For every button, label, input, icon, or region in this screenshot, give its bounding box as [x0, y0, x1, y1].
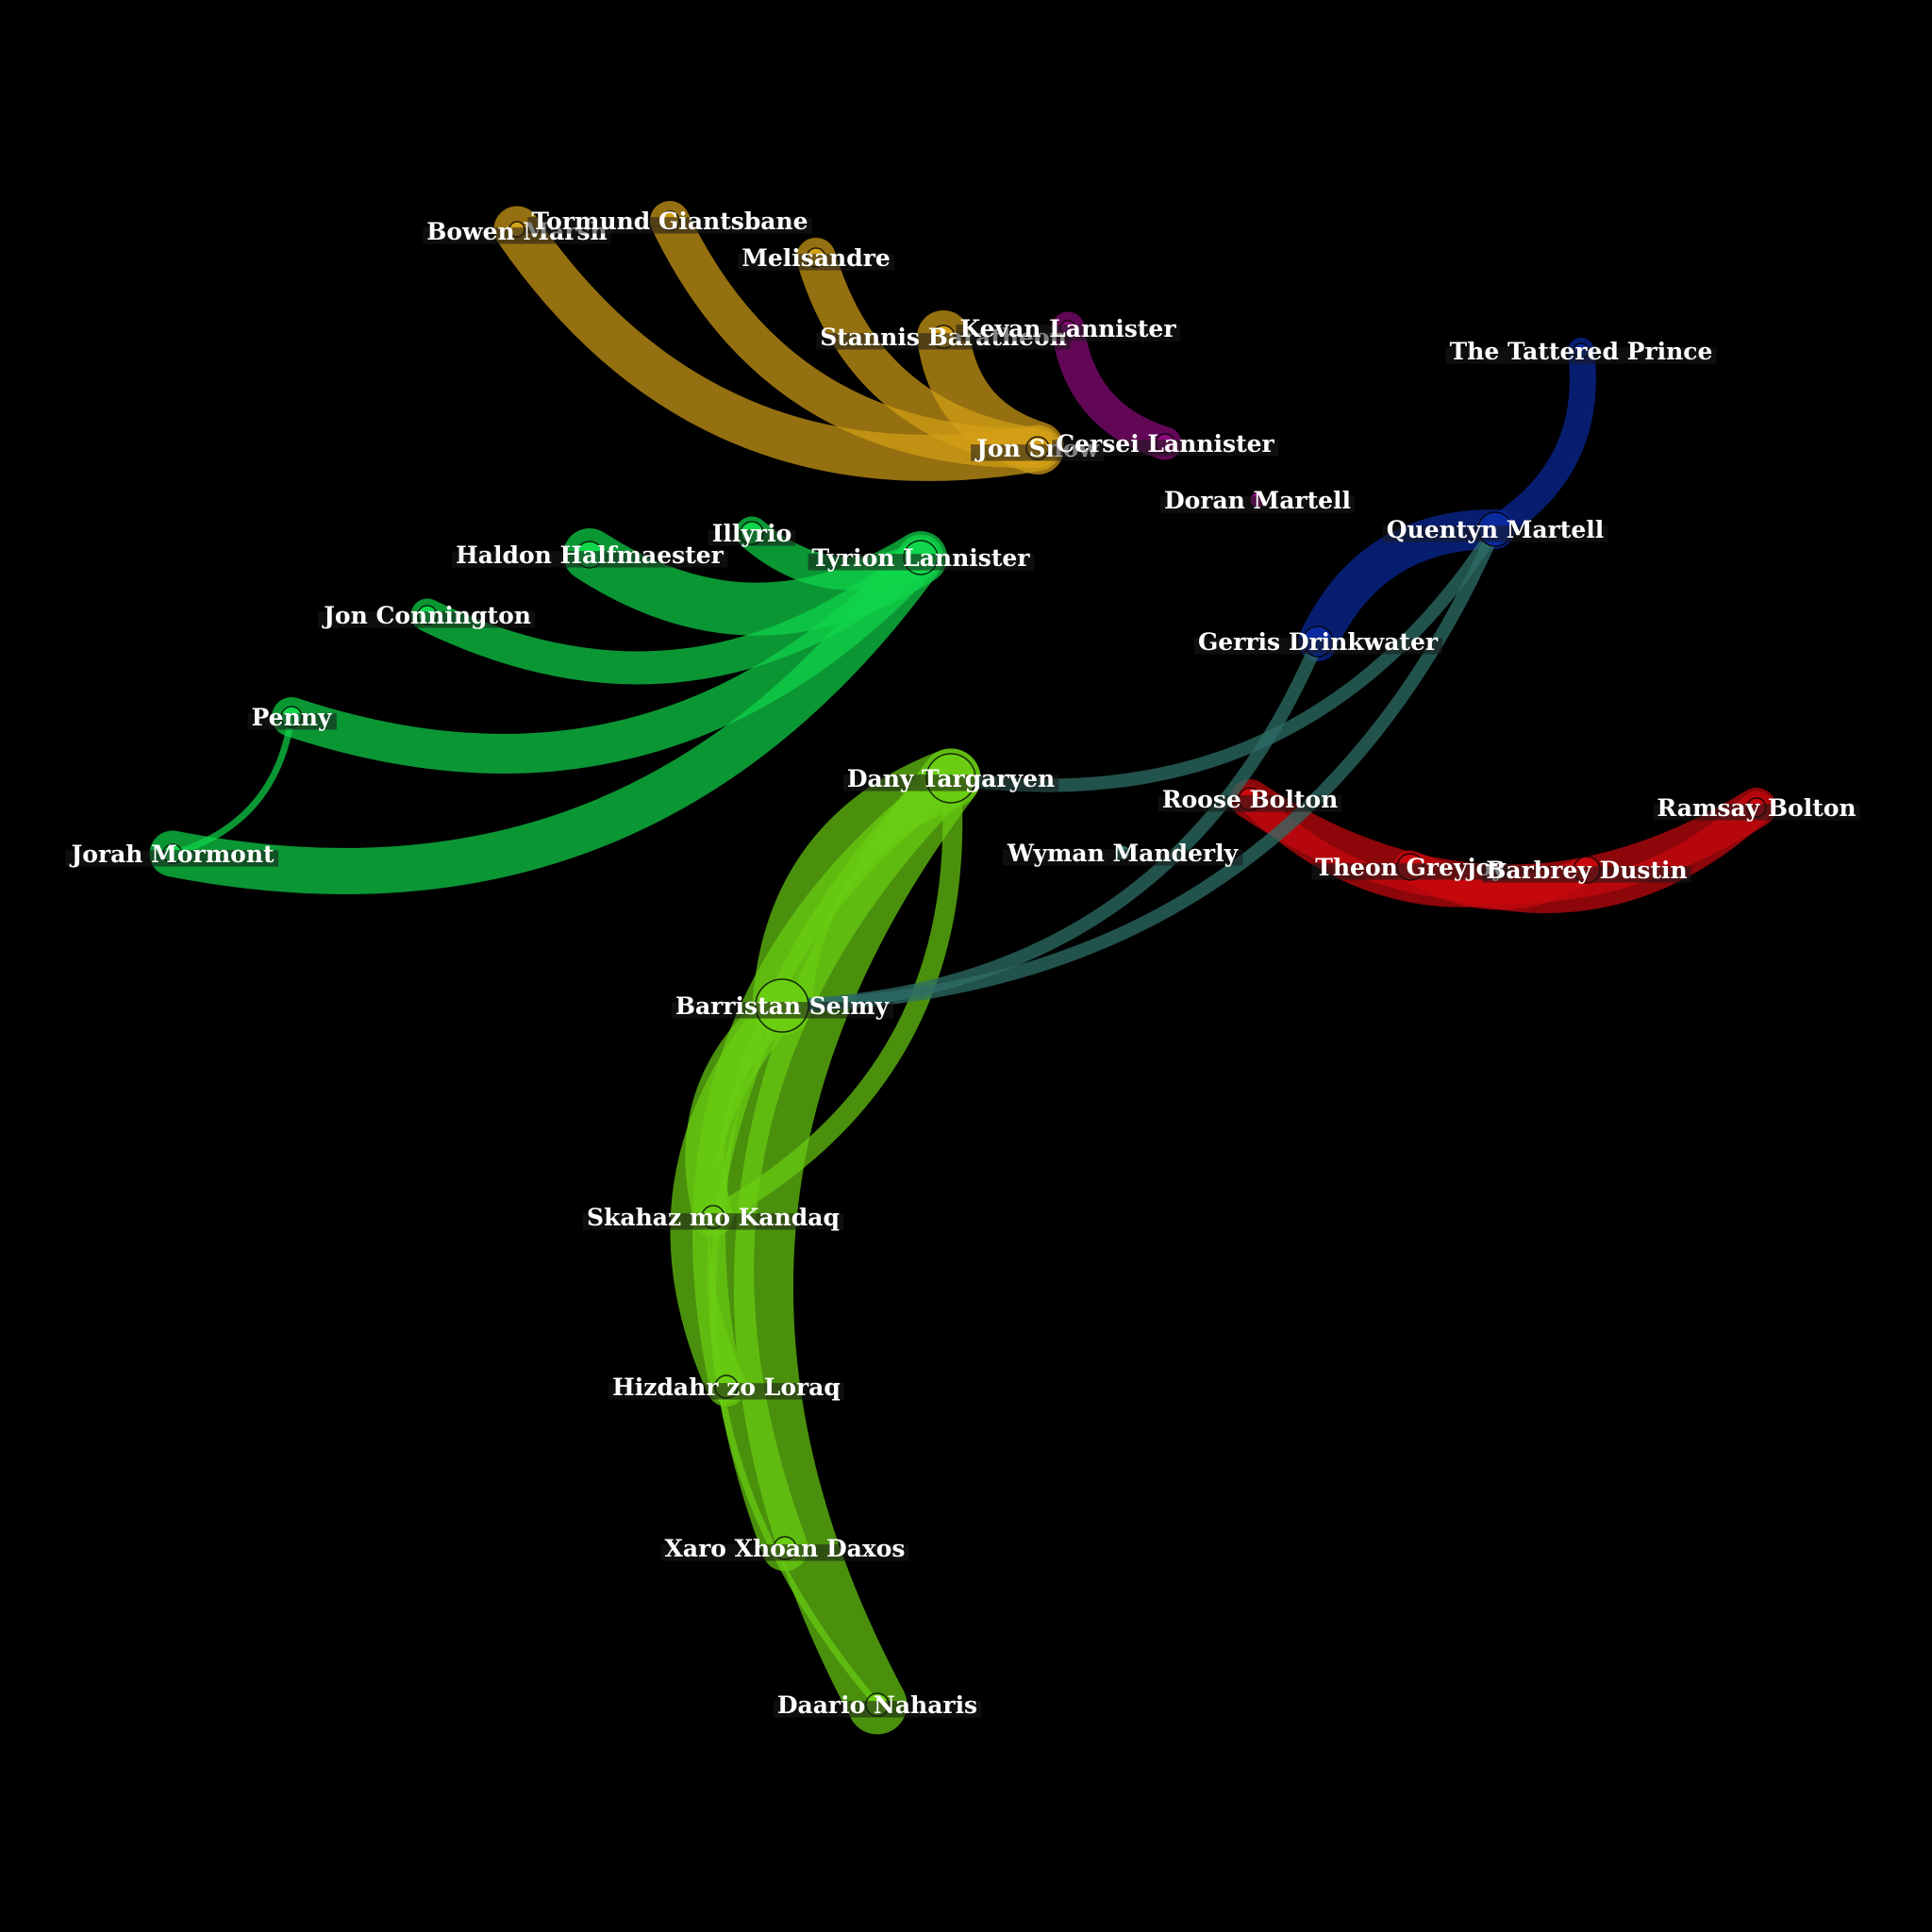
node-label-bg-quentyn	[1382, 525, 1608, 542]
edge-quentyn-tattered	[1482, 338, 1596, 542]
node-label-tattered: The Tattered Prince	[1450, 338, 1713, 365]
node-label-bg-tyrion	[808, 554, 1035, 571]
node-label-illyrio: Illyrio	[712, 520, 792, 547]
edge-barristan-daario	[709, 1002, 881, 1708]
node-label-bg-cersei	[1052, 440, 1279, 457]
node-label-bg-skahaz	[583, 1213, 843, 1230]
node-label-bg-tormund	[527, 217, 812, 234]
node-label-roose: Roose Bolton	[1162, 786, 1339, 813]
edge-theon-ramsay	[1393, 791, 1774, 913]
edge-stannis-jonsnow	[917, 310, 1064, 475]
node-label-daario: Daario Naharis	[777, 1691, 977, 1719]
node-label-kevan: Kevan Lannister	[959, 315, 1176, 342]
node-label-bg-gerris	[1193, 638, 1442, 655]
node-label-bg-ramsay	[1653, 804, 1860, 821]
edge-kevan-cersei	[1051, 311, 1182, 460]
node-label-tormund: Tormund Giantsbane	[531, 208, 808, 235]
node-label-melisandre: Melisandre	[741, 244, 891, 272]
node-label-bg-jonconn	[318, 611, 535, 628]
node-label-bg-theon	[1311, 863, 1511, 880]
node-label-doran: Doran Martell	[1164, 487, 1351, 514]
node-label-bg-haldon	[452, 551, 728, 568]
node-label-bg-barristan	[671, 1002, 894, 1019]
node-label-haldon: Haldon Halfmaester	[456, 541, 724, 569]
node-label-quentyn: Quentyn Martell	[1387, 516, 1604, 543]
edge-jorah-penny	[169, 713, 295, 858]
node-label-bg-hizdahr	[608, 1383, 844, 1400]
node-label-dany: Dany Targaryen	[847, 765, 1055, 792]
node-label-bg-doran	[1159, 496, 1356, 513]
node-label-jonconn: Jon Connington	[322, 602, 531, 629]
node-label-barbrey: Barbrey Dustin	[1486, 857, 1687, 884]
node-label-bg-penny	[247, 713, 337, 730]
node-label-bg-tattered	[1445, 347, 1717, 364]
node-label-bg-illyrio	[708, 529, 796, 546]
node-label-bg-daario	[773, 1701, 982, 1718]
node-label-hizdahr: Hizdahr zo Loraq	[612, 1374, 841, 1401]
node-label-theon: Theon Greyjoy	[1315, 854, 1507, 881]
node-label-cersei: Cersei Lannister	[1056, 430, 1274, 458]
node-label-skahaz: Skahaz mo Kandaq	[587, 1204, 840, 1231]
node-label-wyman: Wyman Manderly	[1007, 840, 1240, 867]
node-label-bg-barbrey	[1482, 866, 1691, 883]
edge-barristan-hizdahr	[670, 986, 802, 1407]
node-label-tyrion: Tyrion Lannister	[812, 544, 1031, 572]
node-label-bg-dany	[842, 774, 1059, 791]
node-label-xaro: Xaro Xhoan Daxos	[664, 1535, 905, 1562]
node-label-barristan: Barristan Selmy	[675, 992, 891, 1020]
node-label-ramsay: Ramsay Bolton	[1657, 794, 1856, 822]
node-label-bg-roose	[1158, 795, 1342, 812]
node-label-bg-melisandre	[738, 254, 894, 271]
node-label-bg-jorah	[65, 850, 279, 867]
node-label-jorah: Jorah Mormont	[69, 841, 275, 868]
node-label-bg-wyman	[1002, 849, 1243, 866]
edge-skahaz-dany	[703, 768, 963, 1227]
node-label-bg-kevan	[956, 325, 1181, 341]
edge-jorah-tyrion	[149, 534, 944, 894]
edge-barristan-gerris	[775, 635, 1324, 1012]
node-label-bg-xaro	[660, 1544, 909, 1561]
node-label-penny: Penny	[252, 704, 333, 731]
edges-layer	[149, 201, 1776, 1735]
node-label-gerris: Gerris Drinkwater	[1198, 628, 1439, 656]
